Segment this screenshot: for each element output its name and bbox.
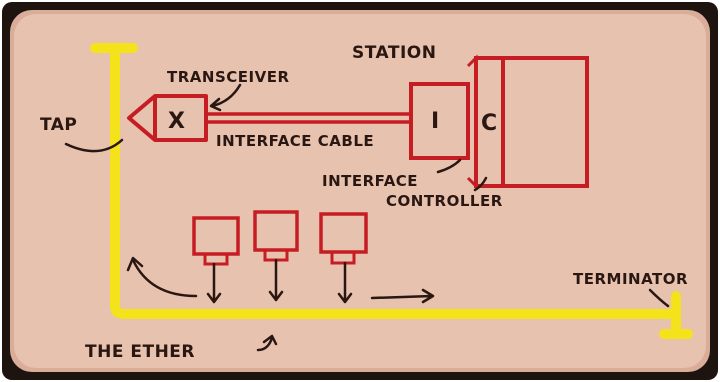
packet-3 <box>319 212 368 265</box>
arrow-annotations <box>64 83 670 352</box>
transceiver-icon <box>127 94 208 142</box>
transceiver-box-label: X <box>168 109 185 134</box>
ether-pointer-arrow <box>256 334 278 352</box>
the-ether-label: THE ETHER <box>85 342 195 362</box>
controller-label: CONTROLLER <box>386 192 503 210</box>
interface-label: INTERFACE <box>322 172 418 190</box>
ether-cable <box>90 43 693 339</box>
down-arrow-icon <box>268 258 284 302</box>
interface-cable-line <box>206 112 411 124</box>
down-arrow-icon <box>206 262 222 304</box>
interface-pointer-line <box>436 158 462 174</box>
down-arrow-icon <box>337 261 353 304</box>
right-arrow-icon <box>370 288 435 304</box>
curved-arrow-icon <box>126 256 198 298</box>
interface-cable-label: INTERFACE CABLE <box>216 132 374 150</box>
transceiver-label: TRANSCEIVER <box>167 68 290 86</box>
interface-box <box>409 82 470 160</box>
pointer-arrow-icon <box>209 83 242 112</box>
controller-pointer-line <box>473 176 488 192</box>
terminator-label: TERMINATOR <box>573 270 688 288</box>
interface-box-label: I <box>431 109 439 134</box>
controller-box-label: C <box>481 111 497 136</box>
station-box <box>501 56 589 188</box>
terminator-pointer-line <box>648 288 670 308</box>
tap-label: TAP <box>40 115 77 135</box>
station-label: STATION <box>352 43 436 63</box>
diagram-paper <box>14 14 706 368</box>
tap-pointer-line <box>64 138 124 153</box>
packet-1 <box>192 216 240 266</box>
